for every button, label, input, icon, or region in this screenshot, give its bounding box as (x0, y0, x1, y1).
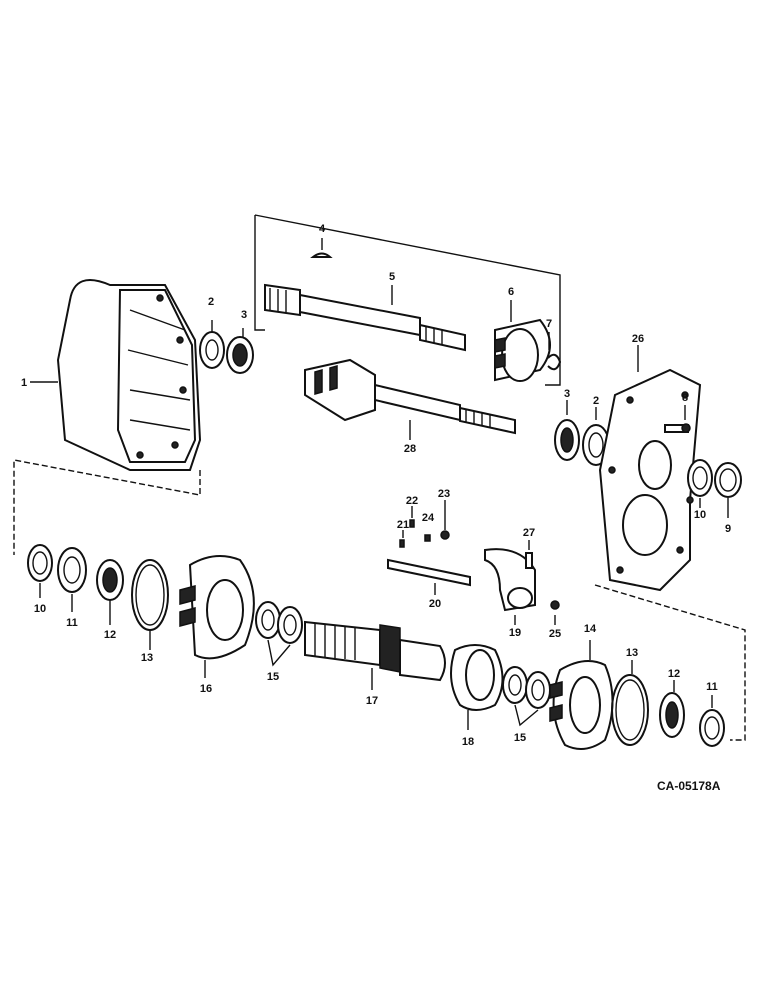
callout-10-right: 10 (694, 509, 706, 521)
callout-13-right: 13 (626, 647, 638, 659)
callout-14: 14 (584, 623, 597, 635)
callout-22: 22 (406, 495, 418, 507)
gear-part-16 (179, 555, 255, 678)
callout-11-right: 11 (706, 681, 718, 693)
bearing-part-3-left (211, 320, 254, 374)
seal-part-10-right (687, 459, 713, 508)
callout-3-right: 3 (564, 388, 570, 400)
callout-15-right: 15 (514, 732, 526, 744)
callout-18: 18 (462, 736, 474, 748)
callout-7: 7 (546, 318, 552, 330)
callout-13-left: 13 (141, 652, 153, 664)
shaft-part-5 (264, 283, 466, 352)
callout-26: 26 (632, 333, 644, 345)
bolt-part-8 (664, 405, 691, 433)
cup-part-9 (714, 462, 742, 518)
bearing-part-3-right (554, 400, 580, 461)
cup-part-11-right (699, 695, 725, 747)
ball-part-25 (550, 600, 560, 625)
pin-part-22 (409, 506, 415, 528)
ball-part-23 (440, 500, 450, 540)
shim-part-13-right (611, 660, 649, 746)
callout-10-left: 10 (34, 603, 46, 615)
callout-21: 21 (397, 519, 409, 531)
callout-9: 9 (725, 523, 731, 535)
callout-17: 17 (366, 695, 378, 707)
shaft-part-28 (304, 358, 516, 440)
gear-part-14 (549, 640, 614, 750)
key-part-4 (310, 238, 333, 258)
spring-part-24 (424, 534, 431, 542)
callout-12-right: 12 (668, 668, 680, 680)
callout-27: 27 (523, 527, 535, 539)
seal-part-2-left (199, 331, 225, 369)
callout-16: 16 (200, 683, 212, 695)
callout-2-right: 2 (593, 395, 599, 407)
callout-11-left: 11 (66, 617, 78, 629)
callout-28: 28 (404, 443, 416, 455)
callout-3-left: 3 (241, 309, 247, 321)
callout-2-left: 2 (208, 296, 214, 308)
shaft-part-17 (304, 620, 446, 690)
shim-part-13-left (131, 559, 169, 650)
snap-ring-part-7 (547, 332, 562, 371)
upper-shaft-group-outline (254, 214, 561, 386)
shift-fork-part-19 (484, 548, 536, 625)
housing-part-1 (30, 279, 202, 471)
lower-assembly-group-outline (13, 459, 746, 741)
seal-part-10-left (27, 544, 53, 598)
callout-19: 19 (509, 627, 521, 639)
cone-part-12-left (96, 559, 124, 625)
bearing-part-15-left (255, 601, 303, 667)
drawing-code: CA-05178A (657, 779, 721, 793)
screw-part-27 (525, 540, 533, 569)
callout-12-left: 12 (104, 629, 116, 641)
pin-part-21 (399, 530, 405, 548)
callout-6: 6 (508, 286, 514, 298)
gear-part-6 (494, 300, 551, 382)
callout-15-left: 15 (267, 671, 279, 683)
callout-4: 4 (319, 223, 326, 235)
hub-part-18 (450, 644, 504, 730)
callout-23: 23 (438, 488, 450, 500)
bearing-part-15-right (502, 666, 551, 727)
callout-25: 25 (549, 628, 561, 640)
callout-5: 5 (389, 271, 395, 283)
callout-24: 24 (422, 512, 435, 524)
cover-plate-part-26 (598, 345, 702, 592)
cup-part-11-left (57, 547, 87, 612)
callout-20: 20 (429, 598, 441, 610)
callout-1: 1 (21, 377, 27, 389)
cone-part-12-right (659, 680, 685, 738)
callout-8: 8 (682, 392, 688, 404)
shift-rod-part-20 (387, 558, 471, 595)
